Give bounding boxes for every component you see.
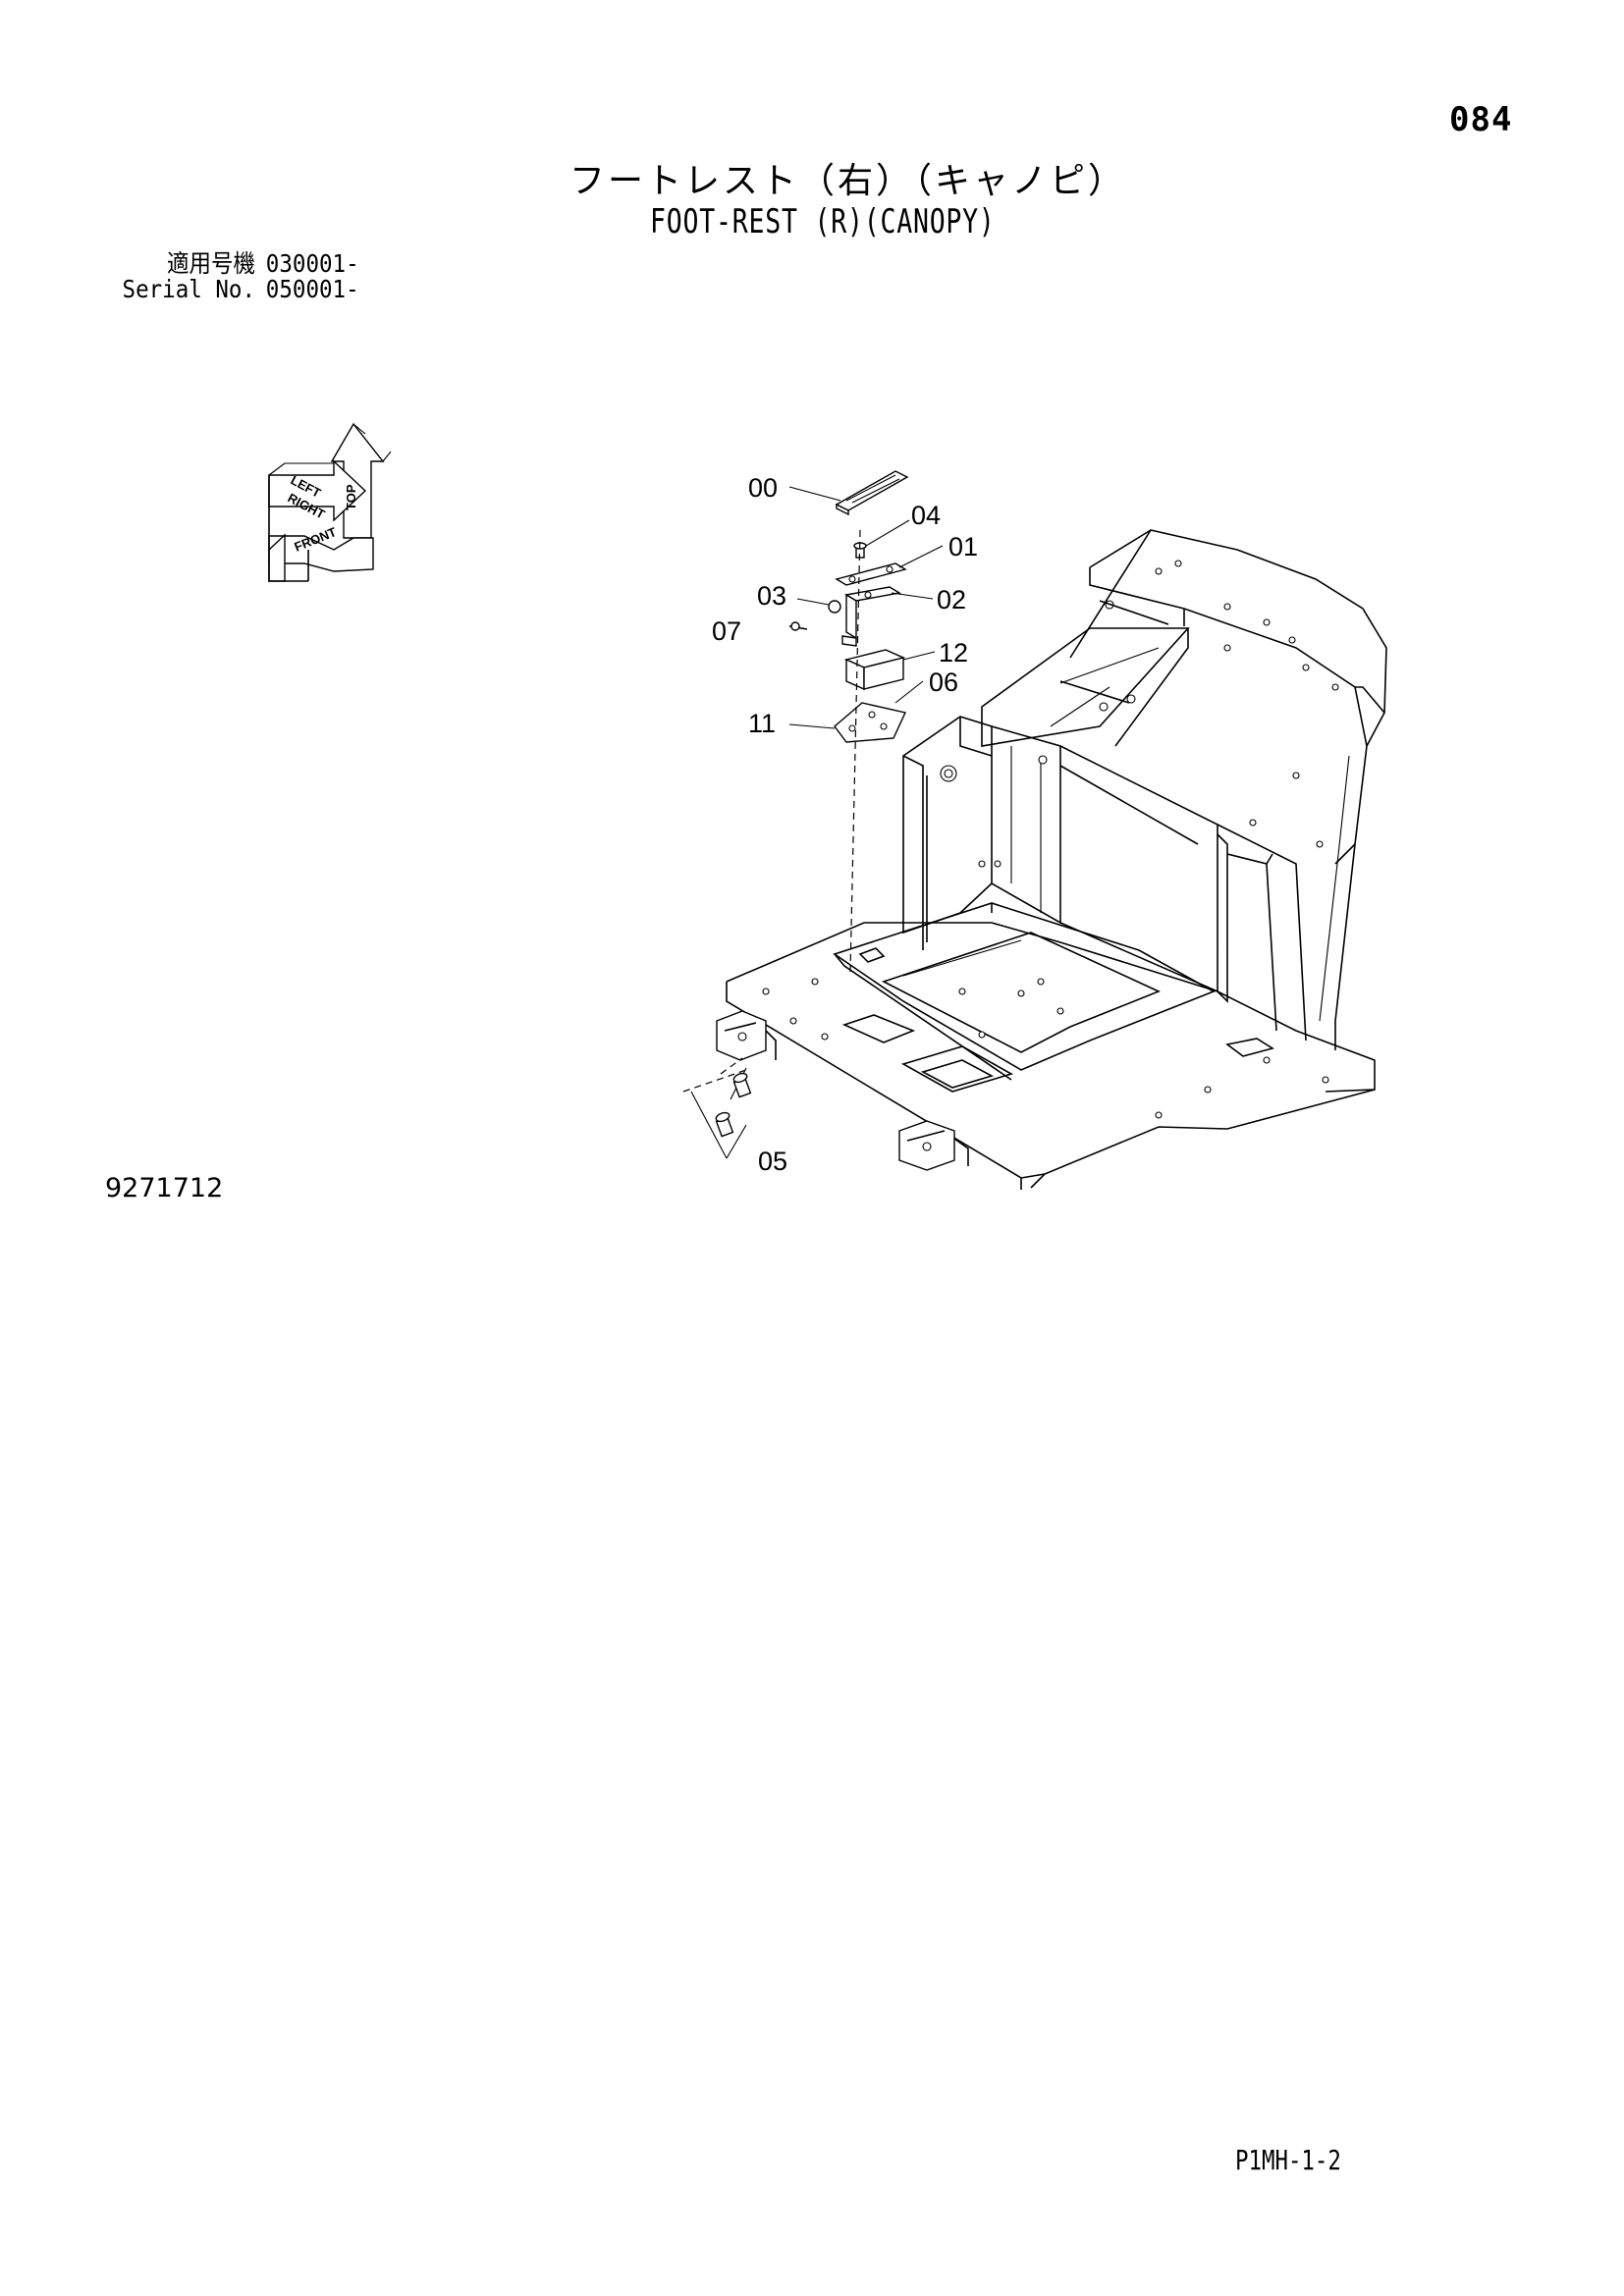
orientation-arrow-right [268,459,367,522]
callout-01: 01 [948,532,978,561]
part-00-step [835,470,909,511]
part-05-bushes [682,1057,752,1138]
orientation-label-top: TOP [344,484,358,510]
callouts: 00 04 01 03 02 07 12 06 11 05 [712,473,978,1176]
callout-04: 04 [911,501,941,530]
part-07-screw [788,621,808,631]
callout-00: 00 [748,473,778,503]
assembly-axis [849,529,861,973]
footer-code: P1MH-1-2 [1235,2144,1341,2176]
serial-label-en: Serial No. [122,275,255,303]
part-03-nut [828,600,841,614]
title-japanese: フートレスト（右）（キャノピ） [569,161,1127,201]
callout-06: 06 [929,667,958,697]
callout-11: 11 [748,709,776,738]
serial-value-en: 050001- [265,275,359,303]
drawing-number: 9271712 [105,1173,224,1203]
serial-info: 適用号機 030001- Serial No. 050001- [114,251,359,302]
callout-12: 12 [939,638,968,667]
serial-row-jp: 適用号機 030001- [114,251,359,277]
leader-lines [690,486,944,1159]
serial-row-en: Serial No. 050001- [114,277,359,302]
part-11-plate [834,702,906,743]
serial-value-jp: 030001- [265,249,359,278]
page-number: 084 [1449,100,1513,139]
title-english: FOOT-REST (R)(CANOPY) [650,202,996,241]
callout-03: 03 [757,581,786,611]
callout-02: 02 [937,585,966,614]
mount-bracket-left [716,1010,777,1061]
serial-label-jp: 適用号機 [166,249,255,278]
part-02-bracket [841,586,901,647]
orientation-indicator: TOP LEFT RIGHT FRONT [268,422,392,582]
callout-07: 07 [712,616,741,646]
exploded-parts [788,470,909,973]
part-12-block [843,649,906,691]
orientation-arrow-front [268,535,374,572]
callout-05: 05 [758,1147,787,1176]
part-01-plate [835,562,907,586]
canopy-floor-frame [682,529,1387,1190]
mount-bracket-front [898,1120,969,1171]
